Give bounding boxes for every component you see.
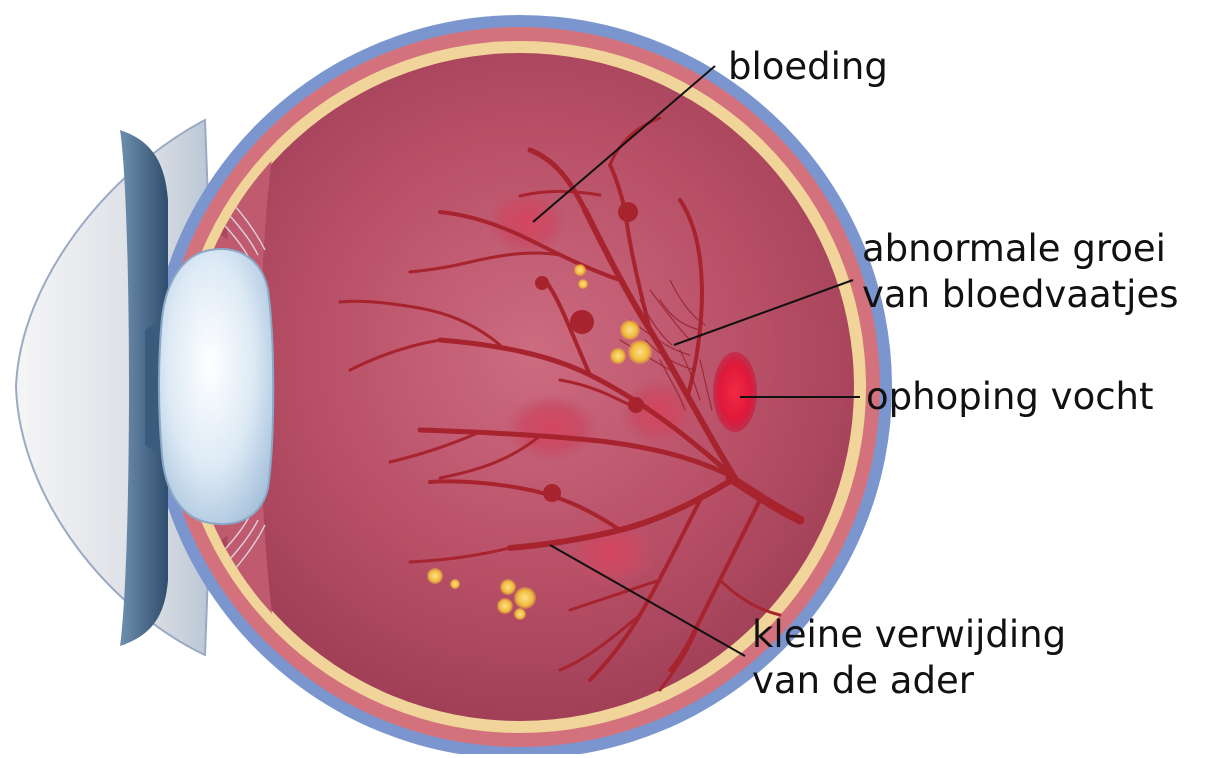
- label-bleeding: bloeding: [728, 44, 888, 90]
- label-vein-dilation-line-1: kleine verwijding: [752, 612, 1066, 658]
- label-vein-dilation: kleine verwijding van de ader: [752, 612, 1066, 704]
- label-abnormal-growth-line-1: abnormale groei: [862, 226, 1179, 272]
- hemorrhage-top: [487, 188, 567, 256]
- lens: [159, 249, 273, 524]
- label-vein-dilation-line-2: van de ader: [752, 658, 1066, 704]
- fluid-buildup: [713, 352, 757, 432]
- label-abnormal-growth: abnormale groei van bloedvaatjes: [862, 226, 1179, 318]
- label-fluid-buildup: ophoping vocht: [866, 374, 1154, 420]
- label-abnormal-growth-line-2: van bloedvaatjes: [862, 272, 1179, 318]
